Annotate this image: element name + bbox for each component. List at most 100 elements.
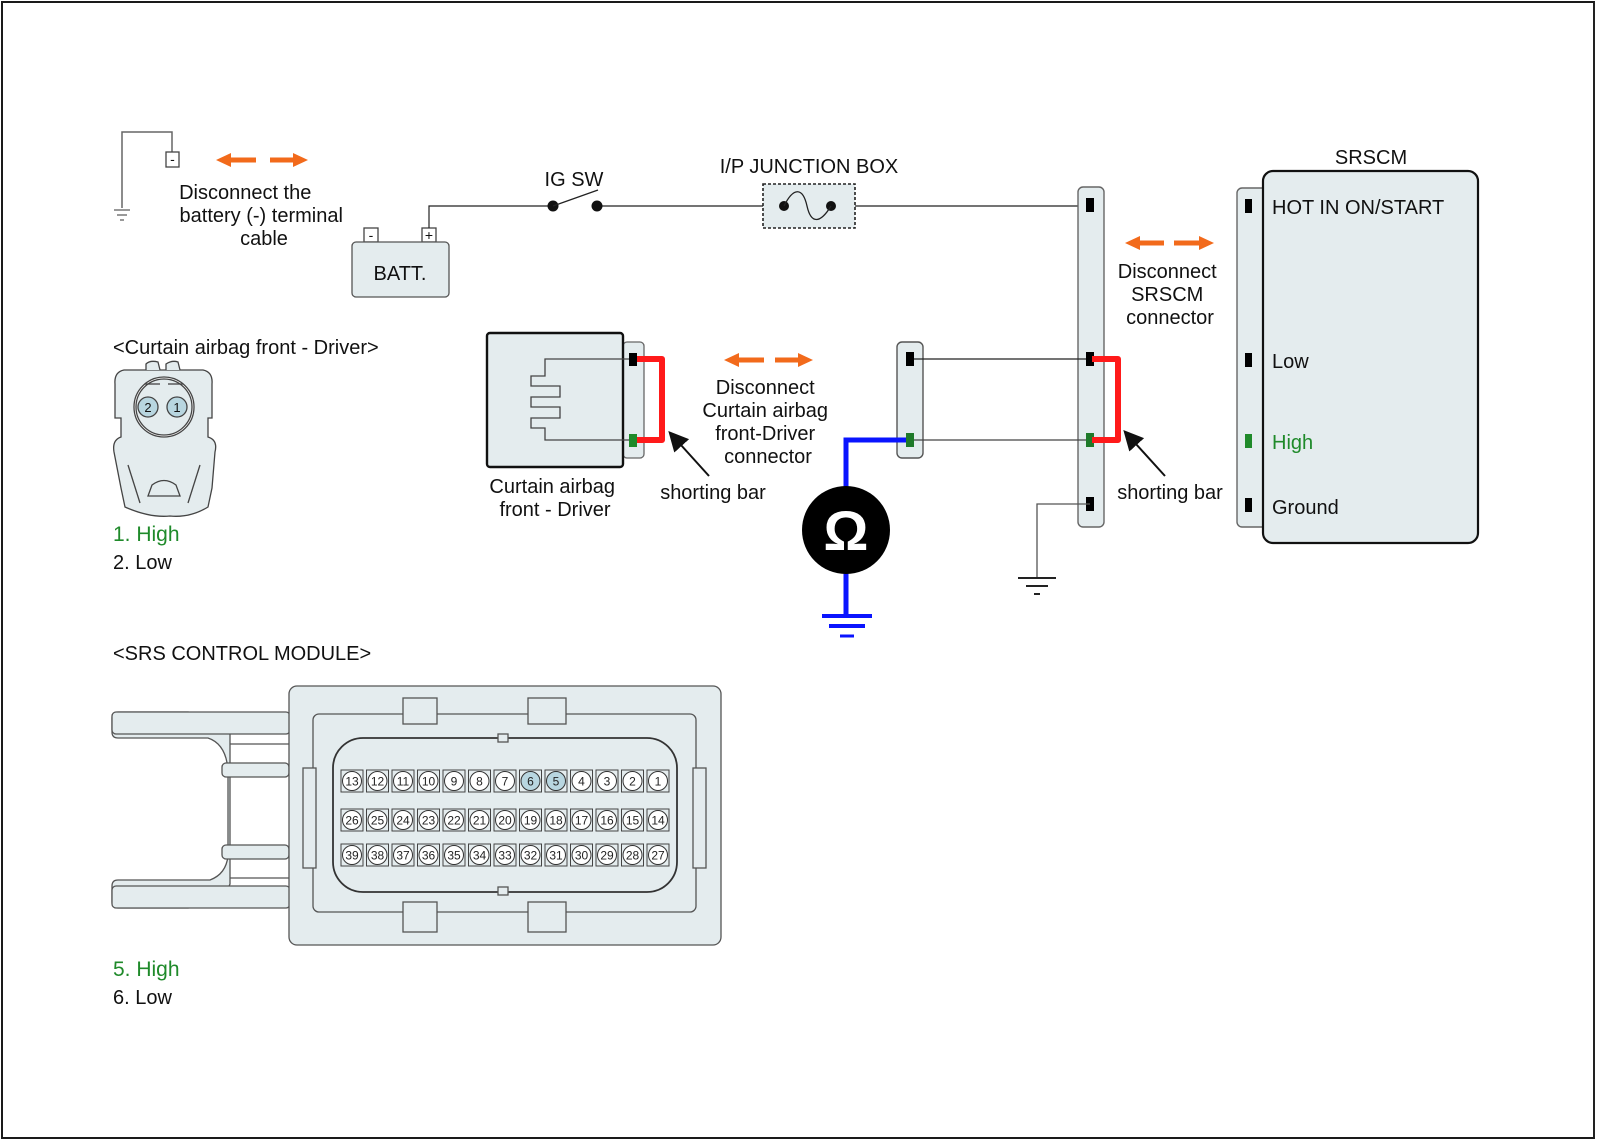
srscm-title: SRSCM: [1335, 147, 1407, 169]
srs-pin-number: 12: [371, 775, 385, 789]
connector-pin: [906, 352, 914, 366]
srs-pin: 12: [366, 769, 389, 793]
srs-pin-number: 34: [473, 849, 487, 863]
battery-disconnect-note: Disconnect the battery (-) terminal cabl…: [179, 182, 348, 250]
disconnect-arrow-icon: [724, 353, 813, 367]
srs-pin: 14: [646, 808, 670, 832]
legend-pin-high: 5. High: [113, 958, 180, 981]
srs-pin-number: 1: [655, 775, 662, 789]
connector-pin: [1086, 352, 1094, 366]
srs-pin-number: 5: [553, 775, 560, 789]
srs-pin: 39: [340, 843, 364, 867]
srs-pin: 25: [366, 808, 389, 832]
srs-pin: 1: [646, 769, 670, 793]
srscm-pin-label: Ground: [1272, 497, 1339, 519]
srs-pin: 27: [646, 843, 670, 867]
srs-pin-number: 31: [549, 849, 563, 863]
srs-pin-number: 37: [396, 849, 410, 863]
shorting-bar: [1092, 356, 1121, 443]
srs-pin: 9: [442, 769, 466, 793]
srs-pin-number: 27: [651, 849, 665, 863]
srs-pin-number: 36: [422, 849, 436, 863]
airbag-name-label: Curtain airbag front - Driver: [489, 476, 620, 521]
ground-icon: [822, 614, 872, 638]
srs-pin-number: 30: [575, 849, 589, 863]
ig-switch-label: IG SW: [545, 169, 604, 191]
srscm-pin-high: [1245, 434, 1252, 448]
battery: - + BATT.: [351, 227, 450, 298]
srs-pin-number: 33: [498, 849, 512, 863]
connector-pin-high: [906, 433, 914, 447]
cable-terminal: [165, 151, 180, 168]
ignition-switch-icon: [547, 189, 603, 212]
airbag-connector-pin: 2: [137, 396, 159, 418]
srs-pin: 31: [544, 843, 568, 867]
legend-pin-high: 1. High: [113, 523, 180, 546]
srscm-pin-label: Low: [1272, 351, 1309, 373]
srs-pin-number: 38: [371, 849, 385, 863]
srscm-pin-label: HOT IN ON/START: [1272, 197, 1444, 219]
srs-pin-number: 4: [578, 775, 585, 789]
junction-box-label: I/P JUNCTION BOX: [720, 156, 899, 178]
srs-pin-number: 23: [422, 814, 436, 828]
srs-pin-number: 21: [473, 814, 487, 828]
srs-pin: 7: [493, 769, 517, 793]
srs-pin: 19: [519, 808, 542, 832]
srs-pin: 16: [595, 808, 619, 832]
srs-pin-number: 9: [451, 775, 458, 789]
srs-pin: 15: [621, 808, 644, 832]
srs-pin: 33: [493, 843, 517, 867]
legend-pin-low: 6. Low: [113, 987, 172, 1009]
srs-pin: 21: [468, 808, 491, 832]
srs-pin-number: 19: [524, 814, 538, 828]
curtain-airbag-module: [485, 331, 645, 469]
airbag-shorting-bar-label: shorting bar: [660, 482, 766, 504]
airbag-pin-high: [629, 434, 637, 447]
srs-pin-number: 14: [651, 814, 665, 828]
srs-pin: 37: [391, 843, 415, 867]
srs-pin-number: 25: [371, 814, 385, 828]
srscm-pin: [1245, 199, 1252, 213]
disconnect-arrow-icon: [1125, 236, 1214, 250]
ohmmeter-icon: Ω: [802, 486, 890, 574]
srs-pin-highlighted: 5: [544, 769, 568, 793]
srs-pin-number: 35: [447, 849, 461, 863]
srscm-module: [1236, 169, 1480, 545]
srscm-pin: [1245, 498, 1252, 512]
shorting-bar: [637, 356, 665, 443]
srs-pin-number: 28: [626, 849, 640, 863]
srs-pin-number: 17: [575, 814, 589, 828]
srs-pin-number: 32: [524, 849, 538, 863]
srs-pin-number: 6: [527, 775, 534, 789]
srs-pin-number: 10: [422, 775, 436, 789]
srs-pin: 10: [417, 769, 440, 793]
wire: [428, 205, 552, 228]
airbag-connector-pin: 1: [166, 396, 188, 418]
srscm-shorting-bar-label: shorting bar: [1117, 482, 1223, 504]
srs-pin-number: 29: [600, 849, 614, 863]
srs-pin: 24: [391, 808, 415, 832]
srs-pin-number: 16: [600, 814, 614, 828]
disconnect-arrow-icon: [216, 153, 308, 167]
srs-pin-number: 39: [345, 849, 359, 863]
svg-text:-: -: [369, 227, 374, 243]
srscm-pin-label-high: High: [1272, 432, 1313, 454]
srs-pin-number: 8: [476, 775, 483, 789]
srs-pin: 3: [595, 769, 619, 793]
connector-pin: [1086, 198, 1094, 212]
battery-label: BATT.: [374, 263, 427, 285]
fuse-icon: [779, 191, 836, 221]
airbag-connector-title: <Curtain airbag front - Driver>: [113, 337, 379, 359]
srs-pin: 18: [544, 808, 568, 832]
svg-text:-: -: [170, 151, 175, 167]
legend-pin-low: 2. Low: [113, 552, 172, 574]
srs-pin: 35: [442, 843, 466, 867]
srs-pin-number: 20: [498, 814, 512, 828]
airbag-disconnect-note: Disconnect Curtain airbag front-Driver c…: [702, 377, 833, 468]
wire: [1036, 503, 1090, 578]
srs-pin-number: 26: [345, 814, 359, 828]
srs-pin: 26: [340, 808, 364, 832]
